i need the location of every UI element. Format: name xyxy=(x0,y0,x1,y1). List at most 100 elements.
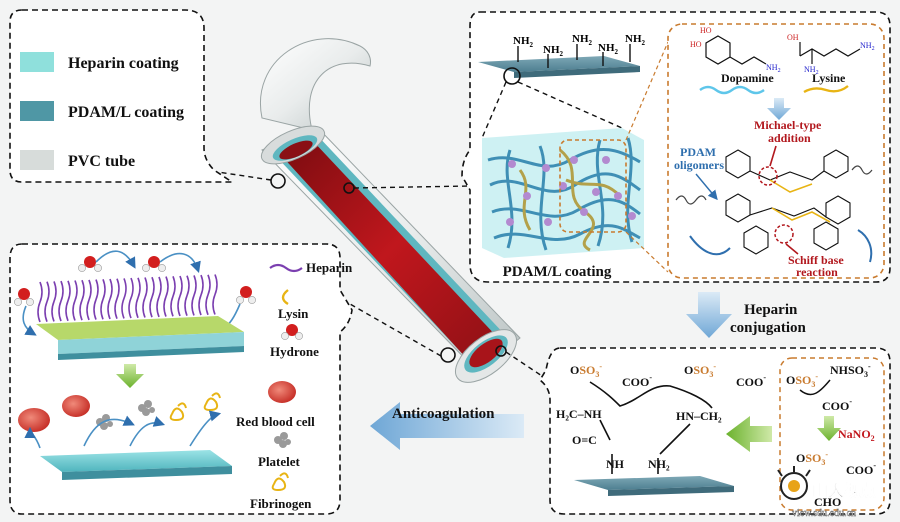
key-platelet-label: Platelet xyxy=(258,454,301,469)
fibrinogen-1 xyxy=(169,402,187,422)
key-hydrone-glyph xyxy=(281,324,303,340)
pvc-tube-swatch xyxy=(20,150,54,170)
heparin-strand xyxy=(65,280,71,322)
raw-so3: OSO3- xyxy=(786,372,818,389)
nitrite-arrow xyxy=(817,416,841,441)
lysine-bridge-2 xyxy=(771,207,831,223)
coo-right: COO- xyxy=(736,373,766,389)
zoom-marker-top-left xyxy=(270,173,286,189)
product-backbone xyxy=(589,381,713,474)
polymer-network xyxy=(482,128,644,258)
amine-label-3: NH2 xyxy=(572,33,593,47)
heparin-strand xyxy=(121,278,127,319)
pdam-oligomer-rings xyxy=(725,149,851,255)
combine-arrow xyxy=(767,98,791,120)
anticoag-surface-edge xyxy=(62,466,232,480)
heparin-strand xyxy=(156,276,162,318)
anticoagulation-panel: Heparin Lysin Hydrone Red blood cell Pla… xyxy=(9,243,353,515)
key-heparin-label: Heparin xyxy=(306,260,353,275)
heparin-strand xyxy=(184,275,190,316)
lysine-nh2-epsilon: NH2 xyxy=(860,41,875,52)
heparin-strand xyxy=(170,276,176,317)
raw-heparin-structure: OSO3- NHSO3- COO- NaNO2 OSO3- COO- CHO xyxy=(786,362,876,509)
key-rbc-glyph xyxy=(268,381,296,403)
chemistry-detail-border xyxy=(667,23,885,279)
dopamine-structure: HO HO NH2 Dopamine xyxy=(690,26,781,95)
raw-backbone xyxy=(799,379,831,396)
heparin-strand xyxy=(79,279,85,321)
legend-label-heparin: Heparin coating xyxy=(68,55,179,72)
polymer-tail-right xyxy=(851,165,873,175)
zoom-marker-surface xyxy=(503,67,521,85)
coating-surface-edge xyxy=(514,66,640,78)
product-so3: OSO3- xyxy=(796,450,828,467)
lysine-oh: OH xyxy=(787,33,799,42)
heparin-strand xyxy=(37,281,43,323)
zoom-leader-left xyxy=(481,81,507,139)
hydrone-1 xyxy=(78,256,102,272)
product-coo: COO- xyxy=(846,461,876,477)
repel-arrow xyxy=(116,364,144,388)
amine-label-5: NH2 xyxy=(625,33,646,47)
watermark-logo: 山大视点 view.sdu.edu.cn xyxy=(777,466,876,519)
michael-site xyxy=(758,166,778,186)
hydrone-3 xyxy=(14,288,34,306)
heparin-strand xyxy=(205,274,211,316)
heparin-chemistry-panel: OSO3- COO- OSO3- COO- H₂C–NH HN–CH₂ O=C … xyxy=(538,347,891,519)
raw-nhso3: NHSO3- xyxy=(830,362,871,379)
nano2-reagent: NaNO2 xyxy=(838,427,875,443)
heparin-conjugation-step: Heparin conjugation xyxy=(686,292,807,338)
lysine-nh2-alpha: NH2 xyxy=(804,65,819,76)
dopamine-nh2: NH2 xyxy=(766,63,781,74)
heparin-strand xyxy=(44,281,50,322)
leader-to-anticoag xyxy=(335,295,442,357)
conjugation-arrow xyxy=(686,292,732,338)
schiff-label-line2: reaction xyxy=(796,265,838,279)
heparin-strand xyxy=(191,275,197,316)
heparin-strand xyxy=(128,277,134,319)
oligomer-strand-blue xyxy=(689,235,731,256)
detail-leader-top xyxy=(625,41,669,141)
amine-label-1: NH2 xyxy=(513,35,534,49)
schiff-label-line1: Schiff base xyxy=(788,253,844,267)
heparin-strand xyxy=(198,274,204,316)
amine-groups: NH2 NH2 NH2 NH2 NH2 xyxy=(513,33,646,68)
heparin-strand xyxy=(51,281,57,322)
heparin-strand xyxy=(142,277,148,318)
pdam-coating-swatch xyxy=(20,101,54,121)
platelet-2 xyxy=(138,400,155,416)
heparin-strand xyxy=(86,279,92,321)
key-lysin-label: Lysin xyxy=(278,306,309,321)
heparin-strand xyxy=(93,279,99,320)
tube-bottom-blood xyxy=(469,338,503,368)
key-fibrinogen-glyph xyxy=(271,472,289,492)
michael-pointer xyxy=(769,145,777,167)
pdam-label-line2: oligomers xyxy=(674,158,724,172)
water-molecules xyxy=(14,250,256,336)
rbc-1 xyxy=(18,408,50,432)
carbonyl: O=C xyxy=(572,433,597,447)
heparin-strand xyxy=(58,280,64,322)
heparin-strand xyxy=(107,278,113,320)
watermark-name: 山大视点 xyxy=(812,481,876,500)
anticoagulation-step: Anticoagulation xyxy=(370,402,524,450)
aldehyde-cho: CHO xyxy=(814,495,841,509)
fibrinogen-2 xyxy=(203,392,221,412)
key-rbc-label: Red blood cell xyxy=(236,414,315,429)
conjugation-label-line2: conjugation xyxy=(730,320,807,336)
heparin-strand xyxy=(177,275,183,317)
dopamine-label: Dopamine xyxy=(721,71,774,85)
h2c-nh: H₂C–NH xyxy=(556,407,602,421)
heparin-strand xyxy=(114,278,120,319)
key-fibrinogen-label: Fibrinogen xyxy=(250,496,312,511)
network-highlight-box xyxy=(559,139,627,233)
repelled-components xyxy=(18,392,222,449)
hydrone-2 xyxy=(142,256,166,272)
dopamine-wave xyxy=(699,85,765,95)
heparin-strand xyxy=(149,276,155,318)
so3-right: OSO3- xyxy=(684,362,716,379)
coating-panel: NH2 NH2 NH2 NH2 NH2 xyxy=(461,11,891,283)
hn-ch2: HN–CH₂ xyxy=(676,409,722,423)
dopamine-ho-2: HO xyxy=(690,40,702,49)
